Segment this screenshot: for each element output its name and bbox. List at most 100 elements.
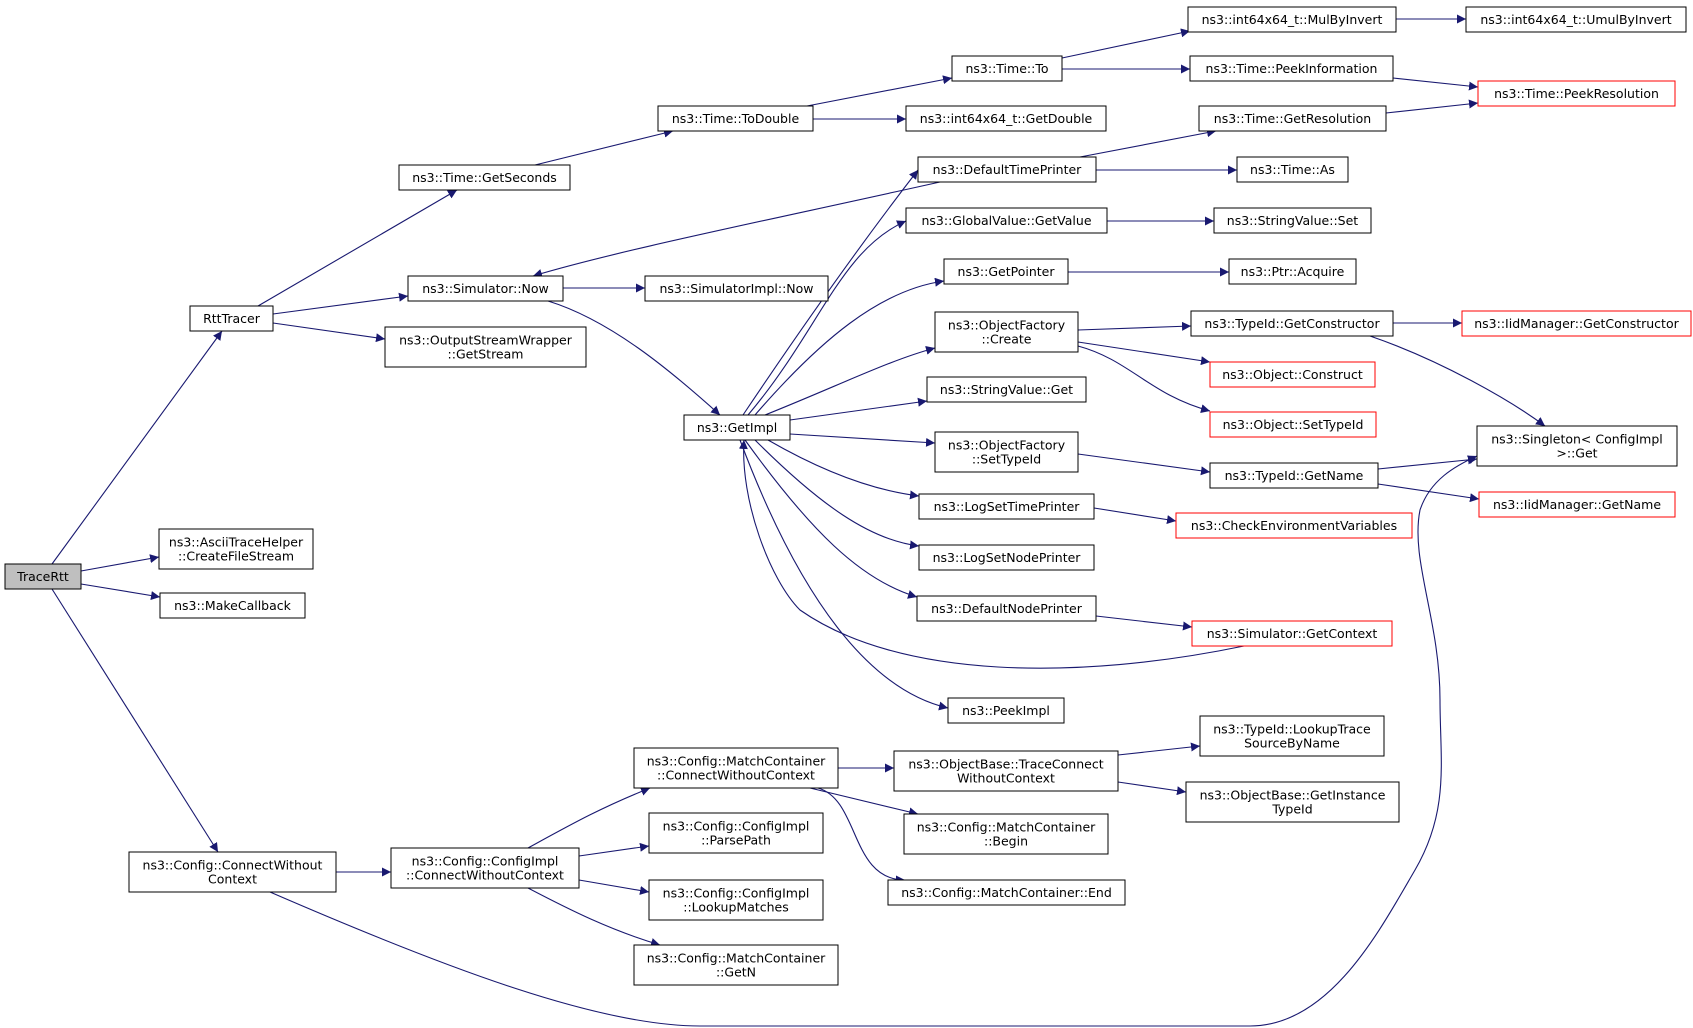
node-mcend[interactable]: ns3::Config::MatchContainer::End (887, 879, 1126, 906)
node-box (1189, 55, 1394, 82)
node-label: ::LookupMatches (683, 900, 789, 915)
node-ascii[interactable]: ns3::AsciiTraceHelper::CreateFileStream (158, 528, 314, 570)
node-label: RttTracer (203, 311, 261, 326)
node-getseconds[interactable]: ns3::Time::GetSeconds (398, 164, 571, 191)
node-label: ns3::Config::MatchContainer (917, 820, 1096, 835)
node-iidgetname[interactable]: ns3::IidManager::GetName (1478, 491, 1676, 518)
node-rtttracer[interactable]: RttTracer (189, 305, 274, 332)
node-label: ns3::int64x64_t::MulByInvert (1202, 12, 1383, 27)
node-checkenv[interactable]: ns3::CheckEnvironmentVariables (1175, 512, 1413, 539)
node-gvgetvalue[interactable]: ns3::GlobalValue::GetValue (905, 207, 1108, 234)
node-box (657, 105, 814, 132)
node-label: ::GetStream (448, 347, 524, 362)
node-cfgconnect[interactable]: ns3::Config::ConnectWithoutContext (128, 851, 337, 893)
node-box (158, 528, 314, 570)
node-label: >::Get (1556, 446, 1597, 461)
node-box (916, 595, 1097, 622)
node-objsettypeid[interactable]: ns3::Object::SetTypeId (1209, 411, 1377, 438)
node-box (934, 311, 1079, 353)
node-logsetnode[interactable]: ns3::LogSetNodePrinter (918, 544, 1095, 571)
node-mulbyinvert[interactable]: ns3::int64x64_t::MulByInvert (1187, 6, 1397, 33)
node-makecb[interactable]: ns3::MakeCallback (159, 592, 306, 619)
node-box (4, 563, 82, 590)
edge-getimpl-ofcreate (764, 345, 936, 416)
edge-rtttracer-getseconds (257, 189, 458, 307)
node-logsettime[interactable]: ns3::LogSetTimePrinter (918, 493, 1095, 520)
node-box (128, 851, 337, 893)
node-mcconnect[interactable]: ns3::Config::MatchContainer::ConnectWith… (633, 747, 839, 789)
node-label: TypeId (1271, 802, 1312, 817)
node-simgetcontext[interactable]: ns3::Simulator::GetContext (1191, 620, 1393, 647)
node-ofsettypeid[interactable]: ns3::ObjectFactory::SetTypeId (934, 431, 1079, 473)
node-box (918, 544, 1095, 571)
node-getimpl[interactable]: ns3::GetImpl (683, 414, 791, 441)
node-box (1209, 462, 1379, 489)
node-ofcreate[interactable]: ns3::ObjectFactory::Create (934, 311, 1079, 353)
node-label: ns3::Config::ConnectWithout (143, 858, 323, 873)
node-label: TraceRtt (16, 569, 69, 584)
node-label: ns3::StringValue::Get (940, 382, 1073, 397)
edge-timeto-mulbyinvert (1061, 28, 1191, 59)
node-timeas[interactable]: ns3::Time::As (1236, 156, 1349, 183)
node-getstream[interactable]: ns3::OutputStreamWrapper::GetStream (384, 326, 587, 368)
node-label: ns3::ObjectBase::GetInstance (1200, 788, 1386, 803)
node-ptracquire[interactable]: ns3::Ptr::Acquire (1228, 258, 1357, 285)
node-getconstructor[interactable]: ns3::TypeId::GetConstructor (1190, 310, 1394, 337)
node-box (189, 305, 274, 332)
node-svset[interactable]: ns3::StringValue::Set (1213, 207, 1372, 234)
node-obtraceconnect[interactable]: ns3::ObjectBase::TraceConnectWithoutCont… (893, 750, 1119, 792)
node-label: ns3::Config::MatchContainer::End (901, 885, 1112, 900)
node-tracertt[interactable]: TraceRtt (4, 563, 82, 590)
node-lookupmatches[interactable]: ns3::Config::ConfigImpl::LookupMatches (648, 879, 824, 921)
node-label: ns3::Time::GetSeconds (412, 170, 557, 185)
node-getpointer[interactable]: ns3::GetPointer (943, 258, 1069, 285)
node-box (648, 879, 824, 921)
node-deftimeprinter[interactable]: ns3::DefaultTimePrinter (917, 156, 1097, 183)
node-box (947, 697, 1065, 724)
node-svget[interactable]: ns3::StringValue::Get (926, 376, 1087, 403)
edge-getimpl-logsettime (767, 439, 920, 500)
node-getres[interactable]: ns3::Time::GetResolution (1198, 105, 1387, 132)
node-mcbegin[interactable]: ns3::Config::MatchContainer::Begin (903, 813, 1109, 855)
edge-getimpl-defnodeprinter (744, 439, 918, 599)
node-label: ns3::TypeId::LookupTrace (1213, 722, 1371, 737)
node-defnodeprinter[interactable]: ns3::DefaultNodePrinter (916, 595, 1097, 622)
node-mcgetn[interactable]: ns3::Config::MatchContainer::GetN (633, 944, 839, 986)
node-label: ns3::Config::MatchContainer (647, 951, 826, 966)
node-peekimpl[interactable]: ns3::PeekImpl (947, 697, 1065, 724)
node-simimplnow[interactable]: ns3::SimulatorImpl::Now (644, 275, 829, 302)
node-simnow[interactable]: ns3::Simulator::Now (407, 275, 564, 302)
node-label: ns3::LogSetNodePrinter (933, 550, 1082, 565)
node-label: ::CreateFileStream (178, 549, 294, 564)
node-label: ::Create (982, 332, 1032, 347)
node-iidgetconstructor[interactable]: ns3::IidManager::GetConstructor (1461, 310, 1692, 337)
node-box (1187, 6, 1397, 33)
node-timeto[interactable]: ns3::Time::To (951, 55, 1063, 82)
node-label: ::SetTypeId (972, 452, 1041, 467)
node-label: ns3::Object::Construct (1222, 367, 1363, 382)
node-label: ::ParsePath (701, 833, 771, 848)
node-objconstruct[interactable]: ns3::Object::Construct (1209, 361, 1376, 388)
node-box (1199, 715, 1385, 757)
node-getdouble[interactable]: ns3::int64x64_t::GetDouble (905, 105, 1107, 132)
node-label: ns3::int64x64_t::GetDouble (920, 111, 1093, 126)
node-umulbyinvert[interactable]: ns3::int64x64_t::UmulByInvert (1465, 6, 1687, 33)
node-label: ns3::ObjectFactory (948, 318, 1066, 333)
node-label: ns3::ObjectFactory (948, 438, 1066, 453)
edge-ciconnect-parsepath (578, 842, 650, 857)
edge-ofcreate-objsettypeid (1077, 345, 1211, 414)
node-singleton[interactable]: ns3::Singleton< ConfigImpl >::Get (1476, 425, 1678, 467)
node-ciconnect[interactable]: ns3::Config::ConfigImpl::ConnectWithoutC… (390, 847, 580, 889)
node-tidgetname[interactable]: ns3::TypeId::GetName (1209, 462, 1379, 489)
node-peekinfo[interactable]: ns3::Time::PeekInformation (1189, 55, 1394, 82)
node-peekres[interactable]: ns3::Time::PeekResolution (1477, 80, 1676, 107)
node-todouble[interactable]: ns3::Time::ToDouble (657, 105, 814, 132)
node-box (1209, 361, 1376, 388)
edge-tracertt-ascii (80, 554, 160, 572)
node-box (1236, 156, 1349, 183)
edge-simnow-getimpl (547, 300, 721, 416)
node-parsepath[interactable]: ns3::Config::ConfigImpl::ParsePath (648, 812, 824, 854)
node-label: ns3::Time::To (966, 61, 1049, 76)
